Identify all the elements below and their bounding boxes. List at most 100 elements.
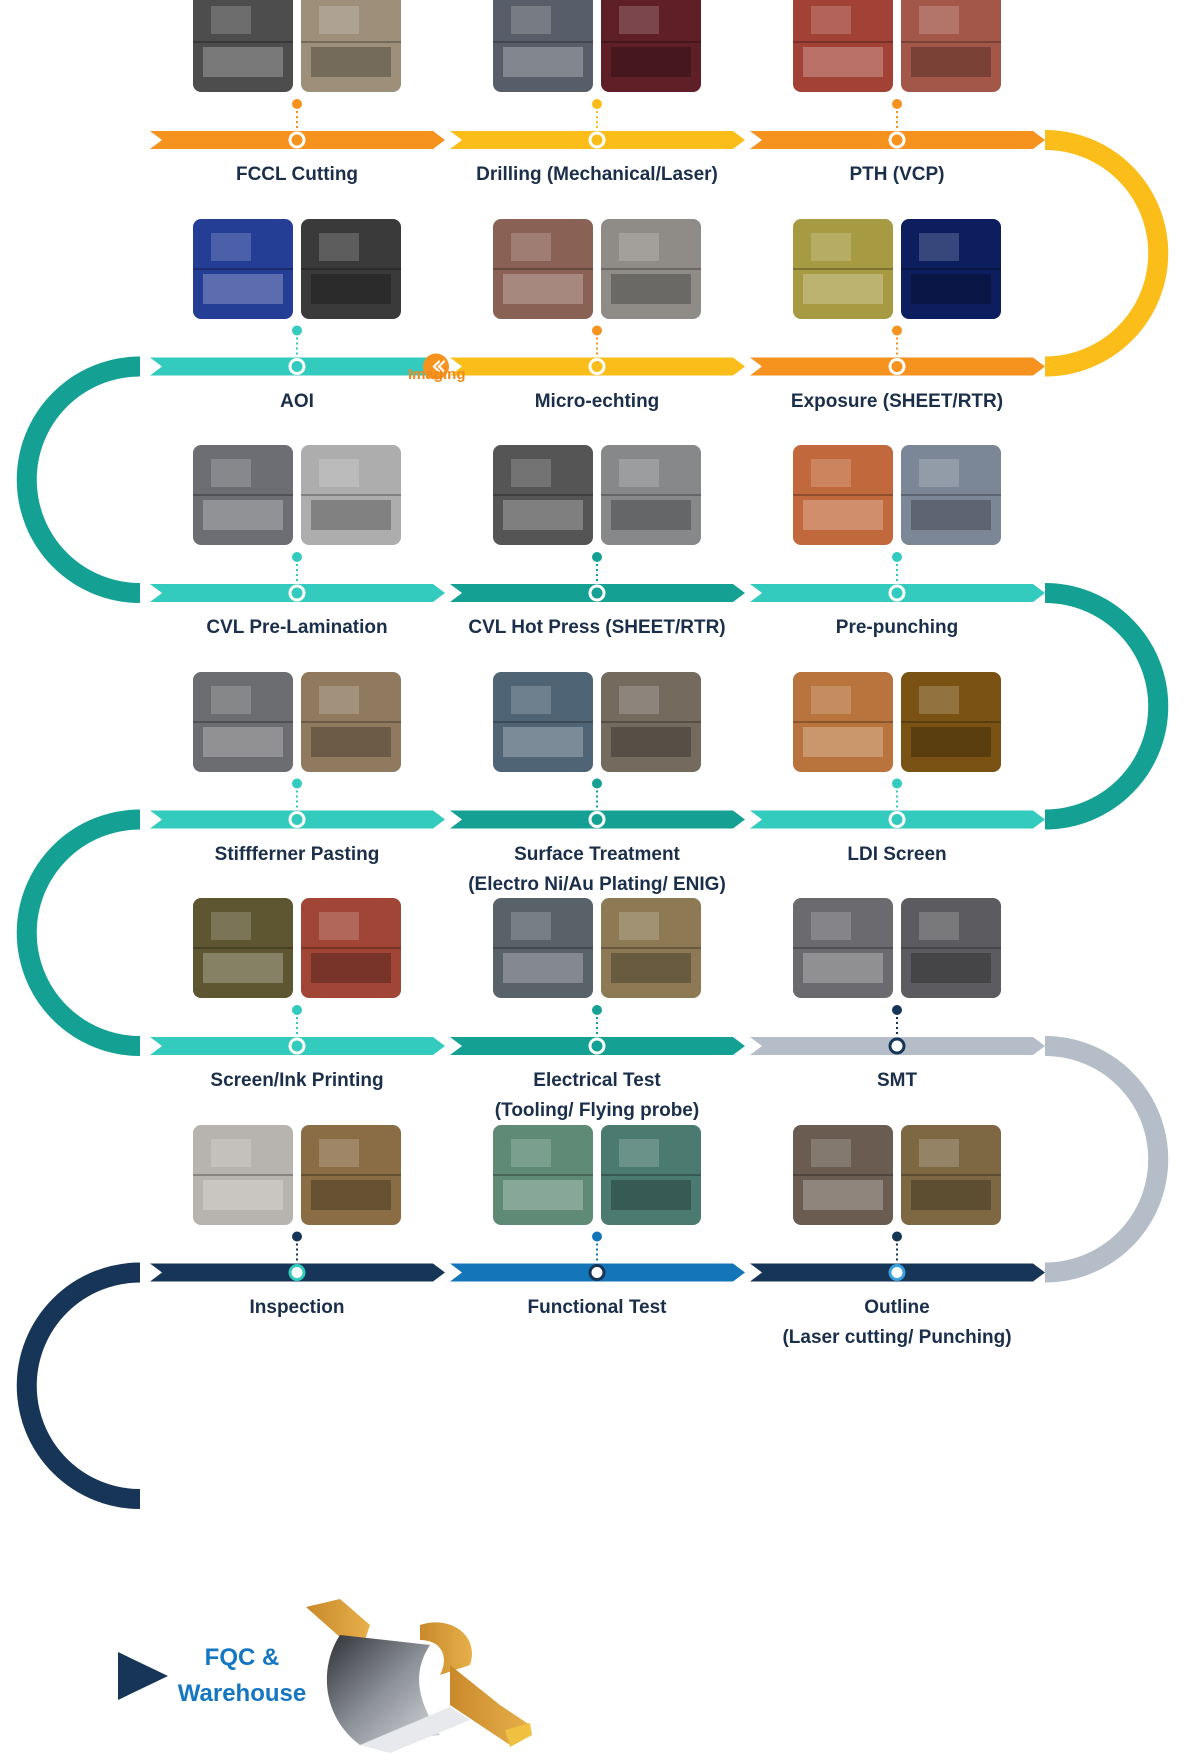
photo-ldi-screen-2 bbox=[901, 671, 1001, 772]
connector-dot-inspection bbox=[292, 1231, 302, 1242]
step-label-line: PTH (VCP) bbox=[849, 164, 945, 185]
step-label-surface-treatment: Surface Treatment (Electro Ni/Au Plating/… bbox=[468, 840, 726, 900]
connector-dot-cvl-hot-press bbox=[592, 552, 602, 562]
flex-circuit-product-image bbox=[306, 1599, 532, 1753]
photo-surface-treatment-2 bbox=[601, 671, 701, 772]
step-label-line: (Laser cutting/ Punching) bbox=[782, 1326, 1012, 1348]
photo-cvl-pre-lamination-2 bbox=[301, 445, 401, 545]
node-micro-etching bbox=[588, 358, 606, 375]
step-label-line: (Electro Ni/Au Plating/ ENIG) bbox=[468, 873, 726, 895]
photo-aoi-1 bbox=[193, 218, 293, 319]
loop-3 bbox=[16, 809, 141, 1056]
connector-dot-outline bbox=[892, 1231, 902, 1242]
step-label-pth: PTH (VCP) bbox=[850, 160, 945, 190]
connector-dot-ldi-screen bbox=[892, 778, 902, 789]
step-label-stiffener-pasting: Stiffferner Pasting bbox=[215, 840, 380, 870]
photo-functional-test-2 bbox=[601, 1124, 701, 1225]
photo-drilling-2 bbox=[601, 0, 701, 92]
step-label-line: FCCL Cutting bbox=[235, 164, 359, 185]
photo-smt-2 bbox=[901, 898, 1001, 998]
connector-dot-smt bbox=[892, 1005, 902, 1015]
node-pre-punching bbox=[888, 584, 906, 602]
step-label-line: Surface Treatment bbox=[514, 843, 680, 865]
step-label-inspection: Inspection bbox=[249, 1293, 344, 1323]
step-label-cvl-pre-lamination: CVL Pre-Lamination bbox=[206, 613, 387, 643]
connector-dot-pre-punching bbox=[892, 552, 902, 562]
photo-aoi-2 bbox=[301, 218, 401, 319]
node-smt bbox=[888, 1037, 906, 1055]
photo-ldi-screen-1 bbox=[793, 671, 893, 772]
fqc-line-2: Warehouse bbox=[177, 1680, 307, 1707]
loop-4 bbox=[1044, 1036, 1169, 1283]
step-label-line: Inspection bbox=[249, 1296, 345, 1318]
step-label-line: SMT bbox=[876, 1070, 918, 1091]
node-inspection bbox=[288, 1264, 306, 1281]
photo-drilling-1 bbox=[493, 0, 593, 92]
photo-smt-1 bbox=[793, 898, 893, 998]
connecting-loops bbox=[16, 130, 1169, 1509]
loop-0 bbox=[1044, 130, 1169, 377]
photo-pre-punching-1 bbox=[793, 445, 893, 545]
step-label-line: Screen/Ink Printing bbox=[210, 1070, 384, 1091]
connector-dot-micro-etching bbox=[592, 325, 602, 336]
photo-electrical-test-2 bbox=[601, 898, 701, 998]
step-label-screen-printing: Screen/Ink Printing bbox=[210, 1066, 383, 1096]
step-label-line: Exposure (SHEET/RTR) bbox=[790, 390, 1004, 412]
connector-dot-drilling bbox=[592, 99, 602, 109]
node-functional-test bbox=[588, 1264, 606, 1281]
step-label-line: (Tooling/ Flying probe) bbox=[494, 1100, 700, 1121]
step-label-smt: SMT bbox=[877, 1066, 917, 1096]
connector-dot-stiffener-pasting bbox=[292, 778, 302, 789]
photo-inspection-2 bbox=[301, 1124, 401, 1225]
step-label-line: LDI Screen bbox=[847, 843, 947, 865]
imaging-label: Imaging bbox=[408, 366, 466, 383]
photo-screen-printing-2 bbox=[301, 898, 401, 998]
final-arrow-icon bbox=[118, 1652, 168, 1700]
connector-dot-pth bbox=[892, 99, 902, 109]
photo-stiffener-pasting-2 bbox=[301, 671, 401, 772]
node-drilling bbox=[588, 131, 606, 149]
loop-5 bbox=[16, 1262, 141, 1509]
connector-dot-cvl-pre-lamination bbox=[292, 552, 302, 562]
step-label-line: CVL Pre-Lamination bbox=[206, 617, 388, 638]
node-screen-printing bbox=[288, 1037, 306, 1055]
step-label-outline: Outline (Laser cutting/ Punching) bbox=[782, 1293, 1011, 1353]
node-pth bbox=[888, 131, 906, 149]
step-label-line: AOI bbox=[280, 390, 314, 412]
photo-exposure-2 bbox=[901, 218, 1001, 319]
step-label-electrical-test: Electrical Test(Tooling/ Flying probe) bbox=[495, 1066, 699, 1126]
connector-dot-screen-printing bbox=[292, 1005, 302, 1015]
photo-pre-punching-2 bbox=[901, 445, 1001, 545]
step-label-line: Stiffferner Pasting bbox=[214, 843, 380, 865]
fqc-warehouse-label: FQC & Warehouse bbox=[172, 1640, 312, 1712]
loop-1 bbox=[16, 356, 141, 603]
node-exposure bbox=[888, 358, 906, 375]
loop-2 bbox=[1044, 583, 1169, 830]
node-aoi bbox=[288, 358, 306, 375]
node-cvl-pre-lamination bbox=[288, 584, 306, 602]
photo-fccl-cutting-1 bbox=[193, 0, 293, 92]
step-label-line: Drilling (Mechanical/Laser) bbox=[476, 164, 718, 185]
photo-fccl-cutting-2 bbox=[301, 0, 401, 92]
photo-cvl-pre-lamination-1 bbox=[193, 445, 293, 545]
step-label-pre-punching: Pre-punching bbox=[836, 613, 958, 643]
node-stiffener-pasting bbox=[288, 811, 306, 828]
photo-outline-1 bbox=[793, 1124, 893, 1225]
step-label-line: Pre-punching bbox=[835, 617, 959, 638]
step-label-fccl-cutting: FCCL Cutting bbox=[236, 160, 358, 190]
step-label-line: Outline bbox=[864, 1296, 930, 1318]
node-outline bbox=[888, 1264, 906, 1281]
photo-electrical-test-1 bbox=[493, 898, 593, 998]
connector-dot-electrical-test bbox=[592, 1005, 602, 1015]
photo-pth-2 bbox=[901, 0, 1001, 92]
fqc-line-1: FQC & bbox=[204, 1644, 280, 1671]
photo-functional-test-1 bbox=[493, 1124, 593, 1225]
photo-outline-2 bbox=[901, 1124, 1001, 1225]
connector-dot-surface-treatment bbox=[592, 778, 602, 789]
node-cvl-hot-press bbox=[588, 584, 606, 602]
photo-exposure-1 bbox=[793, 218, 893, 319]
photo-micro-etching-1 bbox=[493, 218, 593, 319]
photo-micro-etching-2 bbox=[601, 218, 701, 319]
node-electrical-test bbox=[588, 1037, 606, 1055]
